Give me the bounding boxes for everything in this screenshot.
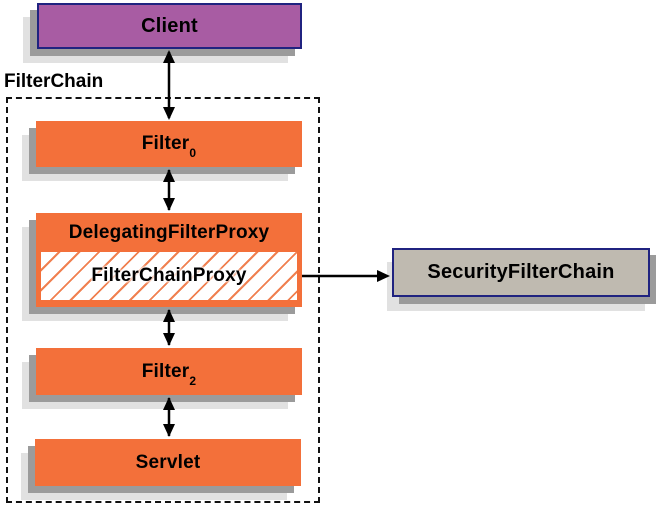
filterchain-label: FilterChain <box>4 71 104 92</box>
node-label: Client <box>141 14 198 37</box>
node-subscript: 2 <box>189 374 197 388</box>
delegating-filter-proxy-title: DelegatingFilterProxy <box>68 221 270 243</box>
node-servlet: Servlet <box>35 439 301 486</box>
filterchain-boundary <box>6 97 320 503</box>
node-filter-chain-proxy: FilterChainProxy <box>41 252 297 300</box>
node-label: Servlet <box>135 451 201 473</box>
node-client: Client <box>37 3 302 49</box>
node-security-filter-chain: SecurityFilterChain <box>392 248 650 297</box>
node-delegating-filter-proxy: DelegatingFilterProxy FilterChainProxy <box>36 213 302 307</box>
node-label: SecurityFilterChain <box>427 261 615 283</box>
node-label: Filter <box>141 360 190 382</box>
node-subscript: 0 <box>189 146 197 160</box>
node-label: Filter <box>141 133 190 154</box>
filter-chain-proxy-label: FilterChainProxy <box>91 265 247 286</box>
